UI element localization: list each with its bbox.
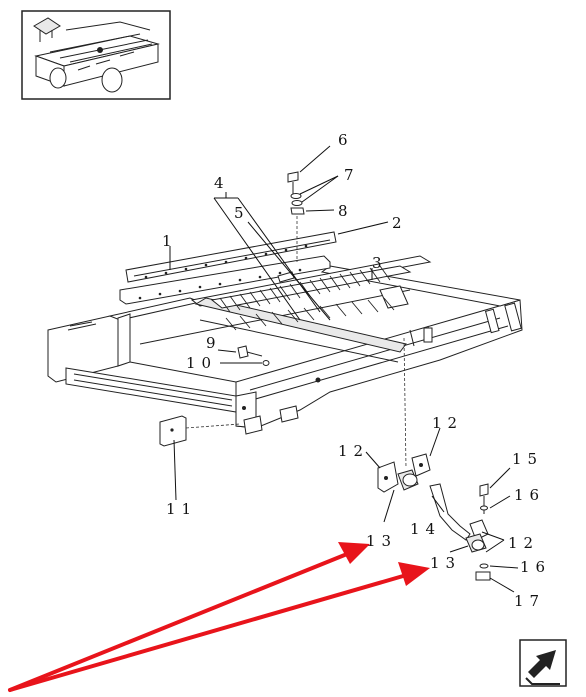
bolt-6-washers-7-nut-8 xyxy=(287,171,305,262)
callout-16-bottom: 16 xyxy=(520,558,551,576)
part-11-plate xyxy=(159,415,241,447)
callout-8: 8 xyxy=(338,202,354,220)
callout-9: 9 xyxy=(206,334,222,352)
main-frame-assembly xyxy=(47,255,523,435)
callout-16-top: 16 xyxy=(514,486,545,504)
red-arrow-2 xyxy=(8,572,412,692)
callout-2: 2 xyxy=(392,214,408,232)
callout-13-right: 13 xyxy=(430,554,461,572)
callout-12-top: 12 xyxy=(432,414,463,432)
machine-overview-thumbnail xyxy=(21,10,171,100)
part-1b-bar xyxy=(119,255,331,305)
callout-4: 4 xyxy=(214,174,230,192)
leader-lines xyxy=(169,145,519,593)
pivot-assembly xyxy=(377,337,491,581)
bolt-15 xyxy=(479,483,489,497)
callout-labels: 6 7 8 2 4 5 1 3 9 10 11 12 12 12 13 13 1… xyxy=(162,131,551,610)
red-arrow-1-head xyxy=(338,542,370,564)
callout-7: 7 xyxy=(344,166,360,184)
callout-12-right: 12 xyxy=(508,534,539,552)
part-5-comb xyxy=(210,265,412,331)
bottom-rail xyxy=(65,367,237,413)
bracket-12-left xyxy=(377,461,399,493)
rod-14 xyxy=(429,483,471,541)
callout-6: 6 xyxy=(338,131,354,149)
callout-1: 1 xyxy=(162,232,178,250)
red-arrow-2-head xyxy=(398,562,430,586)
callout-10: 10 xyxy=(186,354,217,372)
callout-14: 14 xyxy=(410,520,441,538)
bolt-9-washer-10 xyxy=(237,345,270,366)
next-page-arrow-icon[interactable] xyxy=(519,639,567,687)
nut-17 xyxy=(475,571,491,581)
callout-3: 3 xyxy=(372,254,388,272)
callout-17: 17 xyxy=(514,592,545,610)
callout-13-left: 13 xyxy=(366,532,397,550)
callout-5: 5 xyxy=(234,204,250,222)
callout-15: 15 xyxy=(512,450,543,468)
red-annotation-arrows xyxy=(8,542,430,692)
callout-12-left: 12 xyxy=(338,442,369,460)
red-arrow-1 xyxy=(8,550,354,692)
callout-11: 11 xyxy=(166,500,197,518)
